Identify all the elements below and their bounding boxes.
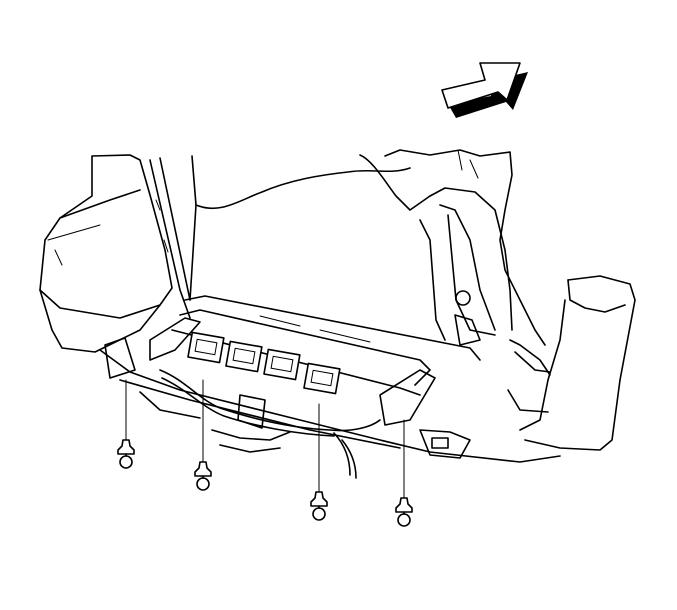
direction-arrow-body: [441, 62, 521, 109]
push-pin-base: [397, 513, 411, 527]
direction-arrow: [441, 62, 528, 118]
fastener-3: [310, 403, 328, 521]
connector-2: [225, 340, 263, 373]
fastener-4: [395, 419, 413, 527]
push-pin-base: [196, 477, 210, 491]
mounting-brackets: [104, 317, 471, 459]
fasteners: [117, 379, 413, 527]
connector-1: [187, 331, 225, 364]
trunk-opening: [195, 154, 431, 211]
push-pin-head: [310, 491, 328, 507]
fastener-1: [117, 379, 135, 469]
connector-4: [303, 362, 341, 395]
fastener-2: [194, 379, 212, 491]
connector-3: [263, 348, 301, 381]
right-quarter-panel: [384, 149, 546, 346]
right-fascia-corner: [507, 275, 636, 451]
push-pin-head: [117, 439, 135, 455]
wiring-harness: [159, 369, 381, 479]
center-hitch-bracket: [237, 394, 266, 429]
connector-blocks: [187, 331, 341, 395]
right-bracket: [379, 369, 436, 426]
push-pin-head: [194, 461, 212, 477]
push-pin-base: [119, 455, 133, 469]
push-pin-base: [312, 507, 326, 521]
left-quarter-panel: [39, 154, 197, 353]
push-pin-head: [395, 497, 413, 513]
left-bracket: [149, 317, 201, 361]
